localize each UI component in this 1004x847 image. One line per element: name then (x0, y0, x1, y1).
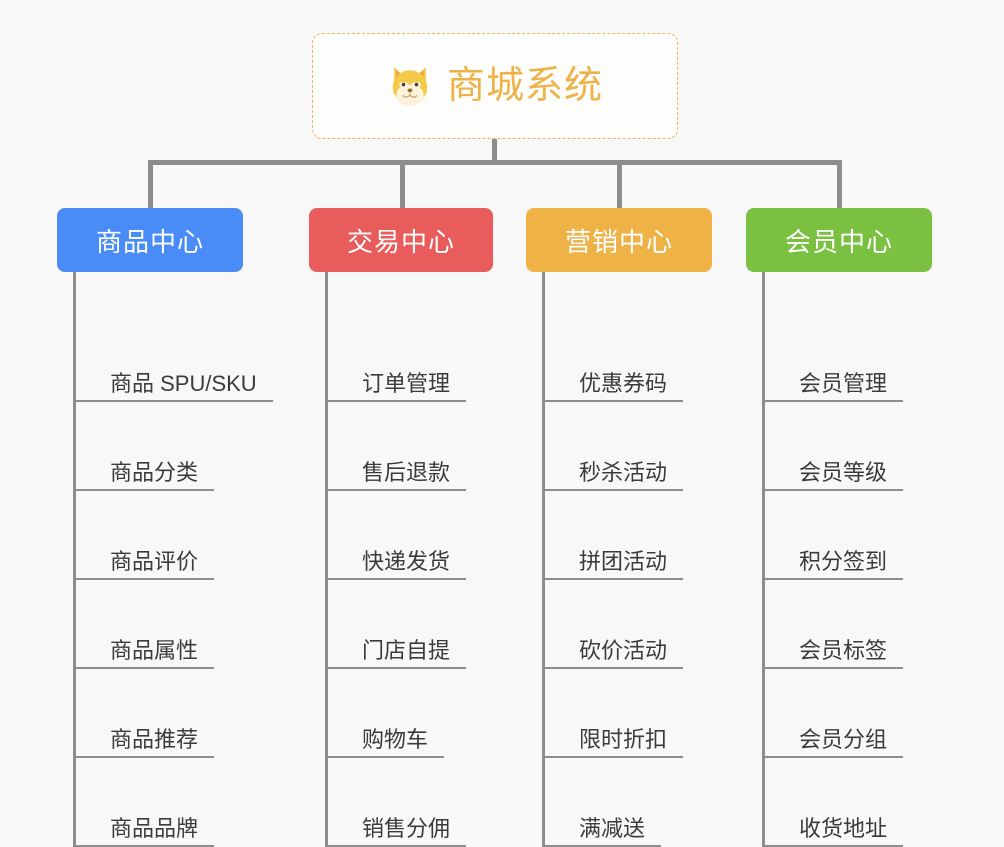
list-item[interactable]: 会员管理 (765, 272, 932, 402)
leaf-underline (328, 578, 466, 580)
leaf-underline (545, 578, 683, 580)
category-label: 交易中心 (346, 226, 455, 257)
category-node-product-center[interactable]: 商品中心 (57, 208, 243, 272)
root-title: 商城系统 (446, 65, 603, 107)
leaf-label: 限时折扣 (579, 726, 668, 752)
leaf-list-member-center: 会员管理 会员等级 积分签到 会员标签 会员分组 收货地址 (762, 272, 932, 847)
leaf-label: 购物车 (362, 726, 429, 752)
leaf-label: 商品推荐 (110, 726, 199, 752)
category-node-trade-center[interactable]: 交易中心 (309, 208, 493, 272)
leaf-underline (765, 578, 903, 580)
leaf-label: 销售分佣 (362, 815, 451, 841)
branch-trade-center: 交易中心 订单管理 售后退款 快递发货 门店自提 购物车 (309, 208, 493, 847)
list-item[interactable]: 会员等级 (765, 402, 932, 491)
list-item[interactable]: 收货地址 (765, 758, 932, 847)
list-item[interactable]: 限时折扣 (545, 669, 712, 758)
category-label: 营销中心 (564, 226, 673, 257)
leaf-underline (76, 578, 214, 580)
list-item[interactable]: 商品 SPU/SKU (76, 272, 273, 402)
list-item[interactable]: 订单管理 (328, 272, 493, 402)
list-item[interactable]: 砍价活动 (545, 580, 712, 669)
leaf-list-marketing-center: 优惠券码 秒杀活动 拼团活动 砍价活动 限时折扣 满减送 (542, 272, 712, 847)
root-node[interactable]: 商城系统 (312, 33, 678, 139)
list-item[interactable]: 商品分类 (76, 402, 267, 491)
leaf-underline (545, 756, 683, 758)
list-item[interactable]: 商品评价 (76, 491, 267, 580)
list-item[interactable]: 拼团活动 (545, 491, 712, 580)
leaf-label: 砍价活动 (579, 637, 668, 663)
leaf-underline (545, 400, 683, 402)
list-item[interactable]: 售后退款 (328, 402, 493, 491)
leaf-label: 秒杀活动 (579, 459, 668, 485)
category-label: 商品中心 (95, 226, 204, 257)
connector-drop-1 (148, 162, 153, 208)
connector-drop-2 (400, 162, 405, 208)
leaf-underline (765, 756, 903, 758)
leaf-underline (76, 400, 273, 402)
list-item[interactable]: 积分签到 (765, 491, 932, 580)
leaf-label: 会员管理 (799, 370, 888, 396)
leaf-label: 会员标签 (799, 637, 888, 663)
connector-horizontal-bar (148, 160, 842, 165)
leaf-label: 积分签到 (799, 548, 888, 574)
list-item[interactable]: 购物车 (328, 669, 493, 758)
leaf-underline (545, 667, 683, 669)
branch-marketing-center: 营销中心 优惠券码 秒杀活动 拼团活动 砍价活动 限时折扣 (526, 208, 712, 847)
list-item[interactable]: 秒杀活动 (545, 402, 712, 491)
shiba-dog-icon (387, 63, 433, 109)
leaf-underline (76, 489, 214, 491)
connector-drop-3 (617, 162, 622, 208)
connector-drop-4 (837, 162, 842, 208)
branch-product-center: 商品中心 商品 SPU/SKU 商品分类 商品评价 商品属性 商品推荐 (57, 208, 273, 847)
leaf-list-trade-center: 订单管理 售后退款 快递发货 门店自提 购物车 销售分佣 (325, 272, 493, 847)
category-node-member-center[interactable]: 会员中心 (746, 208, 932, 272)
leaf-label: 商品属性 (110, 637, 199, 663)
list-item[interactable]: 销售分佣 (328, 758, 493, 847)
leaf-label: 售后退款 (362, 459, 451, 485)
leaf-underline (765, 489, 903, 491)
leaf-underline (765, 667, 903, 669)
leaf-underline (765, 400, 903, 402)
leaf-label: 门店自提 (362, 637, 451, 663)
leaf-underline (76, 667, 214, 669)
list-item[interactable]: 满减送 (545, 758, 712, 847)
leaf-label: 拼团活动 (579, 548, 668, 574)
list-item[interactable]: 优惠券码 (545, 272, 712, 402)
list-item[interactable]: 商品推荐 (76, 669, 267, 758)
leaf-label: 商品评价 (110, 548, 199, 574)
leaf-underline (328, 667, 466, 669)
connector-root-stem (492, 139, 497, 163)
category-node-marketing-center[interactable]: 营销中心 (526, 208, 712, 272)
leaf-label: 会员等级 (799, 459, 888, 485)
leaf-underline (328, 489, 466, 491)
leaf-label: 收货地址 (799, 815, 888, 841)
leaf-underline (545, 489, 683, 491)
list-item[interactable]: 商品品牌 (76, 758, 267, 847)
leaf-label: 商品 SPU/SKU (110, 370, 257, 396)
list-item[interactable]: 商品属性 (76, 580, 267, 669)
leaf-label: 会员分组 (799, 726, 888, 752)
leaf-underline (328, 400, 466, 402)
leaf-label: 快递发货 (362, 548, 451, 574)
list-item[interactable]: 会员分组 (765, 669, 932, 758)
leaf-list-product-center: 商品 SPU/SKU 商品分类 商品评价 商品属性 商品推荐 商品品牌 (73, 272, 273, 847)
branch-member-center: 会员中心 会员管理 会员等级 积分签到 会员标签 会员分组 (746, 208, 932, 847)
leaf-underline (76, 756, 214, 758)
list-item[interactable]: 会员标签 (765, 580, 932, 669)
leaf-label: 商品品牌 (110, 815, 199, 841)
leaf-label: 满减送 (579, 815, 646, 841)
leaf-label: 订单管理 (362, 370, 451, 396)
list-item[interactable]: 门店自提 (328, 580, 493, 669)
leaf-label: 商品分类 (110, 459, 199, 485)
list-item[interactable]: 快递发货 (328, 491, 493, 580)
leaf-label: 优惠券码 (579, 370, 668, 396)
category-label: 会员中心 (784, 226, 893, 257)
leaf-underline (328, 756, 444, 758)
